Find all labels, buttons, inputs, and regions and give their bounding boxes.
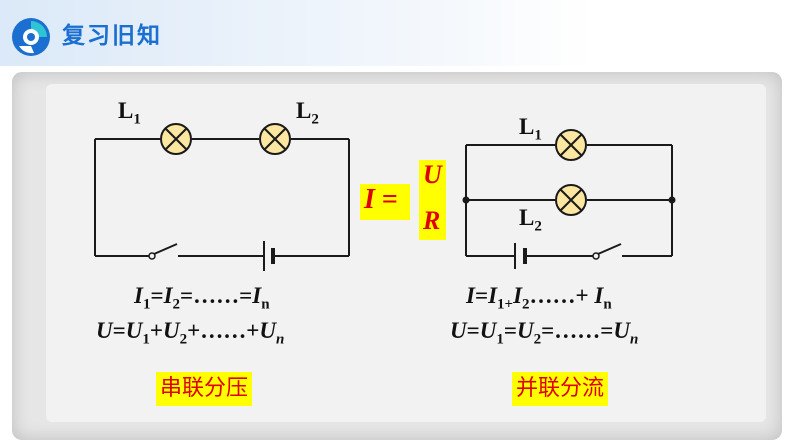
header-band — [0, 0, 794, 66]
series-lamp2-label: L2 — [296, 98, 319, 128]
ohm-i-highlight — [360, 184, 410, 220]
section-title: 复习旧知 — [62, 23, 162, 49]
switch-icon — [592, 243, 622, 260]
series-summary-tag: 串联分压 — [156, 372, 253, 406]
app-logo-icon — [12, 18, 50, 56]
series-lamp1-label: L1 — [118, 98, 141, 128]
ohm-law-lhs: I = — [364, 184, 398, 215]
series-voltage-formula: U=U1+U2+……+Un — [96, 318, 285, 348]
series-current-formula: I1=I2=……=In — [134, 283, 270, 313]
ohm-fraction-highlight — [419, 160, 446, 240]
parallel-current-formula: I=I1+I2……+ In — [466, 283, 612, 313]
parallel-lamp2-label: L2 — [519, 205, 542, 235]
series-circuit-wires — [94, 138, 350, 257]
switch-icon — [148, 243, 178, 260]
battery-icon — [263, 241, 275, 271]
lamp-icon — [259, 123, 291, 155]
parallel-voltage-formula: U=U1=U2=……=Un — [450, 318, 639, 348]
lamp-icon — [160, 123, 192, 155]
ohm-law-denominator: R — [423, 206, 441, 235]
parallel-summary-tag: 并联分流 — [512, 372, 609, 406]
ohm-law-numerator: U — [423, 160, 442, 189]
parallel-lamp1-label: L1 — [519, 114, 542, 144]
junction-dot — [462, 196, 470, 204]
battery-icon — [514, 243, 527, 269]
junction-dot — [668, 196, 676, 204]
lamp-icon — [555, 129, 587, 161]
lamp-icon — [555, 184, 587, 216]
